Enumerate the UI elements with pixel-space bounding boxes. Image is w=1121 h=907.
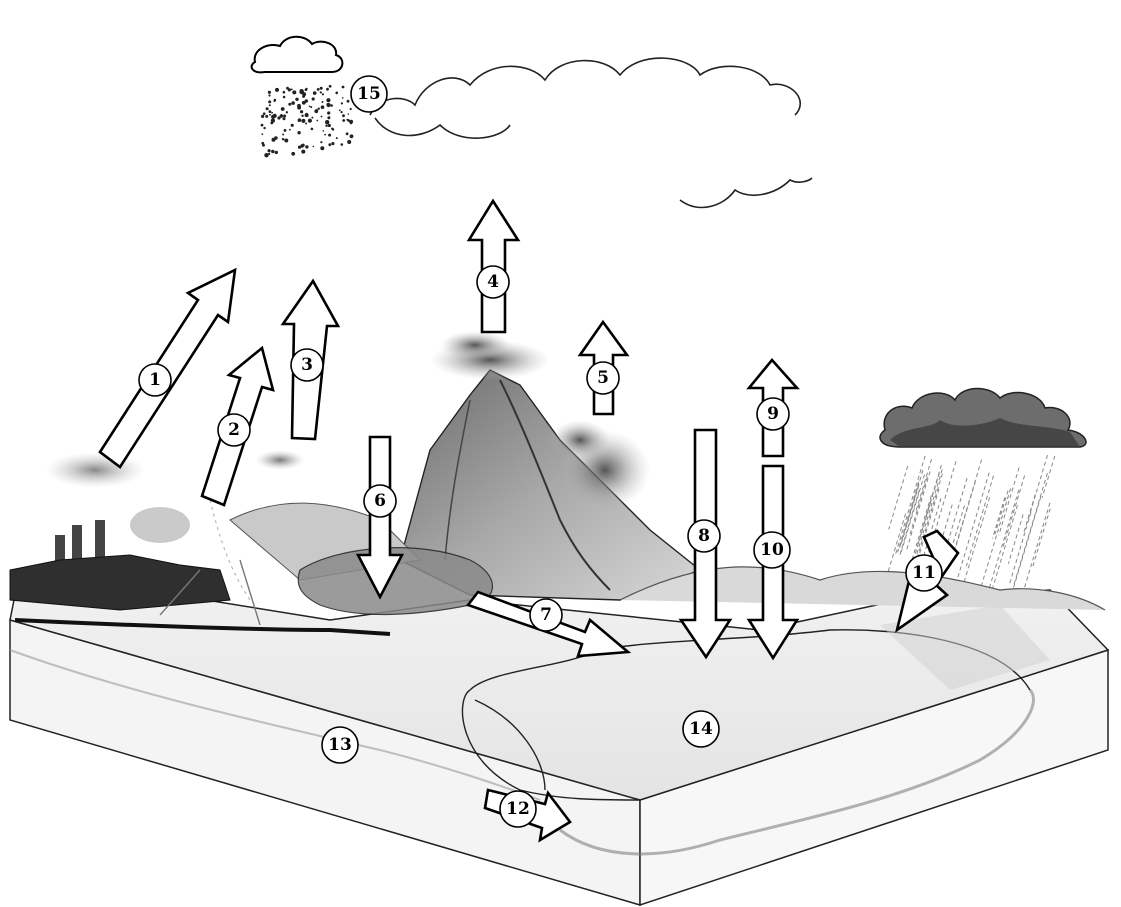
svg-text:11: 11 bbox=[912, 563, 936, 583]
svg-text:3: 3 bbox=[301, 355, 313, 375]
svg-text:6: 6 bbox=[374, 491, 386, 511]
label-3: 3 bbox=[290, 348, 324, 382]
small-cloud-icon bbox=[250, 35, 344, 74]
label-13: 13 bbox=[321, 726, 359, 764]
svg-text:9: 9 bbox=[767, 404, 779, 424]
label-9: 9 bbox=[756, 397, 790, 431]
label-8: 8 bbox=[687, 519, 721, 553]
svg-text:12: 12 bbox=[506, 799, 530, 819]
rain-cloud-icon bbox=[879, 387, 1087, 448]
label-6: 6 bbox=[363, 484, 397, 518]
label-14: 14 bbox=[682, 710, 720, 748]
label-1: 1 bbox=[138, 363, 172, 397]
svg-text:5: 5 bbox=[597, 368, 609, 388]
svg-text:14: 14 bbox=[689, 719, 713, 739]
label-7: 7 bbox=[529, 598, 563, 632]
factory bbox=[9, 450, 391, 636]
label-2: 2 bbox=[217, 413, 251, 447]
road bbox=[159, 499, 261, 626]
svg-text:13: 13 bbox=[328, 735, 352, 755]
number-badges: 1 2 3 4 5 6 7 8 9 10 11 12 13 14 15 bbox=[138, 75, 943, 828]
svg-text:2: 2 bbox=[228, 420, 240, 440]
svg-text:15: 15 bbox=[357, 84, 381, 104]
svg-text:8: 8 bbox=[698, 526, 710, 546]
svg-text:4: 4 bbox=[487, 272, 499, 292]
label-4: 4 bbox=[476, 265, 510, 299]
label-15: 15 bbox=[350, 75, 388, 113]
label-10: 10 bbox=[753, 531, 791, 569]
svg-text:7: 7 bbox=[540, 605, 552, 625]
label-12: 12 bbox=[499, 790, 537, 828]
svg-text:10: 10 bbox=[760, 540, 784, 560]
land-block bbox=[9, 569, 1110, 907]
upper-cloud-outline bbox=[369, 57, 813, 209]
label-5: 5 bbox=[586, 361, 620, 395]
particulate-dots bbox=[260, 84, 354, 158]
svg-text:1: 1 bbox=[149, 370, 161, 390]
volcano bbox=[399, 331, 702, 601]
label-11: 11 bbox=[905, 554, 943, 592]
arrow-1 bbox=[98, 267, 237, 469]
